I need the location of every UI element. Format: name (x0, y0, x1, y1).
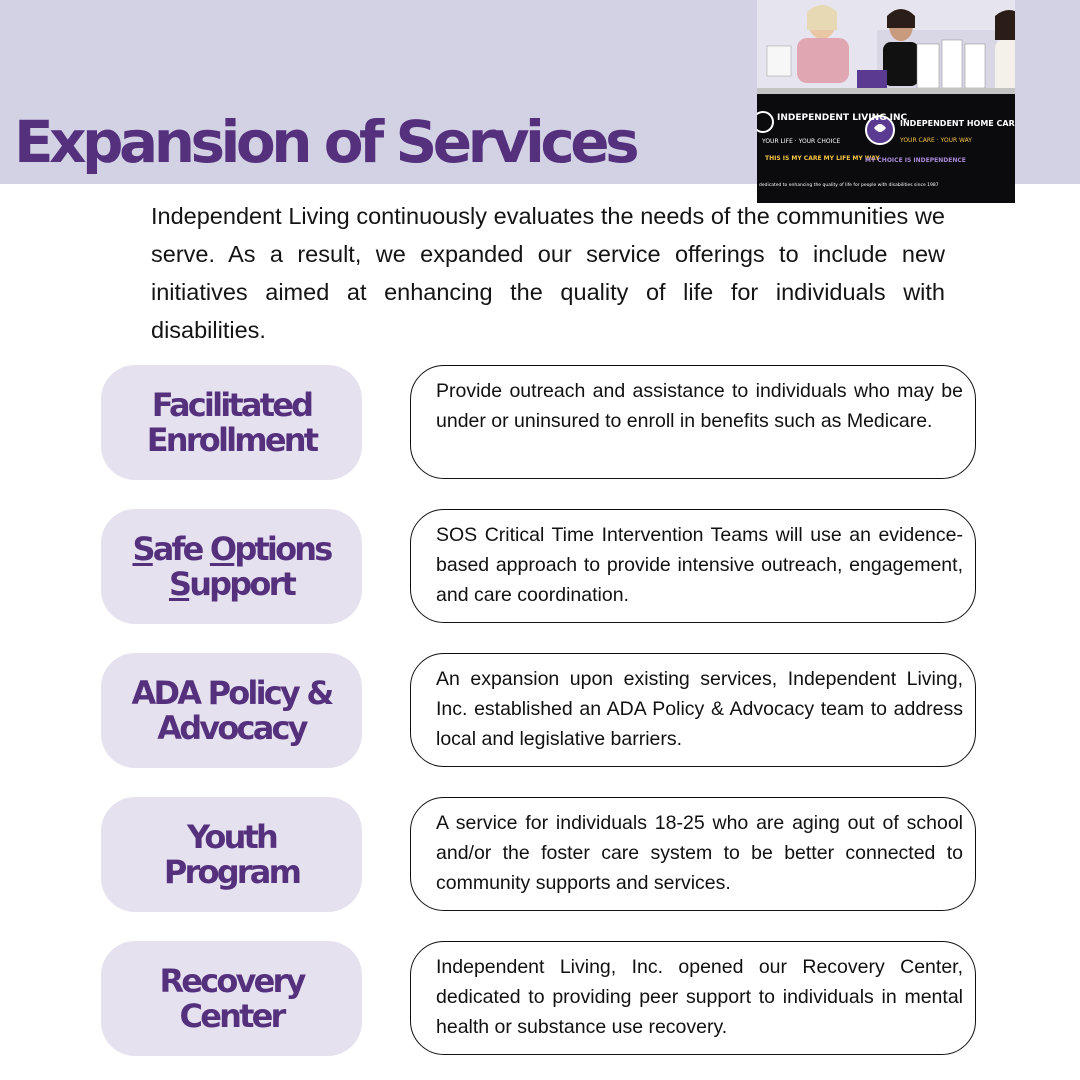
banner-footer: dedicated to enhancing the quality of li… (759, 182, 939, 188)
service-label-pill: Facilitated Enrollment (101, 365, 362, 480)
person-right (995, 10, 1015, 100)
service-row-youth-program: Youth Program A service for individuals … (0, 797, 1080, 913)
service-label-pill: Youth Program (101, 797, 362, 912)
service-description: Provide outreach and assistance to indiv… (436, 380, 963, 432)
banner-right-title: INDEPENDENT HOME CARE INC (900, 119, 1015, 128)
service-description: An expansion upon existing services, Ind… (436, 668, 963, 750)
banner-left-title: INDEPENDENT LIVING INC (777, 113, 908, 123)
service-description: SOS Critical Time Intervention Teams wil… (436, 524, 963, 606)
banner-right-slogan: MY CHOICE IS INDEPENDENCE (865, 157, 966, 164)
person-center (883, 9, 919, 86)
booth-photo: INDEPENDENT LIVING INC YOUR LIFE · YOUR … (757, 0, 1015, 203)
service-label-pill: Safe Options Support (101, 509, 362, 624)
service-description-box: An expansion upon existing services, Ind… (410, 653, 976, 767)
service-label: Facilitated Enrollment (146, 385, 319, 459)
service-description-box: SOS Critical Time Intervention Teams wil… (410, 509, 976, 623)
service-label: Safe Options Support (132, 529, 333, 603)
service-description: A service for individuals 18-25 who are … (436, 812, 963, 894)
banner-left-slogan: THIS IS MY CARE MY LIFE MY WAY (765, 155, 880, 162)
banner-left-tagline: YOUR LIFE · YOUR CHOICE (761, 138, 841, 145)
service-label: Recovery Center (159, 961, 306, 1035)
banner-right-tagline: YOUR CARE · YOUR WAY (899, 137, 972, 144)
service-row-facilitated-enrollment: Facilitated Enrollment Provide outreach … (0, 365, 1080, 481)
service-label-pill: ADA Policy & Advocacy (101, 653, 362, 768)
service-row-ada-policy-advocacy: ADA Policy & Advocacy An expansion upon … (0, 653, 1080, 769)
service-description-box: Independent Living, Inc. opened our Reco… (410, 941, 976, 1055)
service-label: ADA Policy & Advocacy (131, 673, 335, 747)
service-label: Youth Program (163, 817, 302, 891)
page-title: Expansion of Services (14, 108, 640, 176)
service-row-recovery-center: Recovery Center Independent Living, Inc.… (0, 941, 1080, 1057)
service-description-box: A service for individuals 18-25 who are … (410, 797, 976, 911)
service-row-safe-options-support: Safe Options Support SOS Critical Time I… (0, 509, 1080, 625)
intro-paragraph: Independent Living continuously evaluate… (151, 203, 945, 343)
service-description-box: Provide outreach and assistance to indiv… (410, 365, 976, 479)
service-description: Independent Living, Inc. opened our Reco… (436, 956, 963, 1038)
service-label-pill: Recovery Center (101, 941, 362, 1056)
person-left (797, 5, 849, 83)
